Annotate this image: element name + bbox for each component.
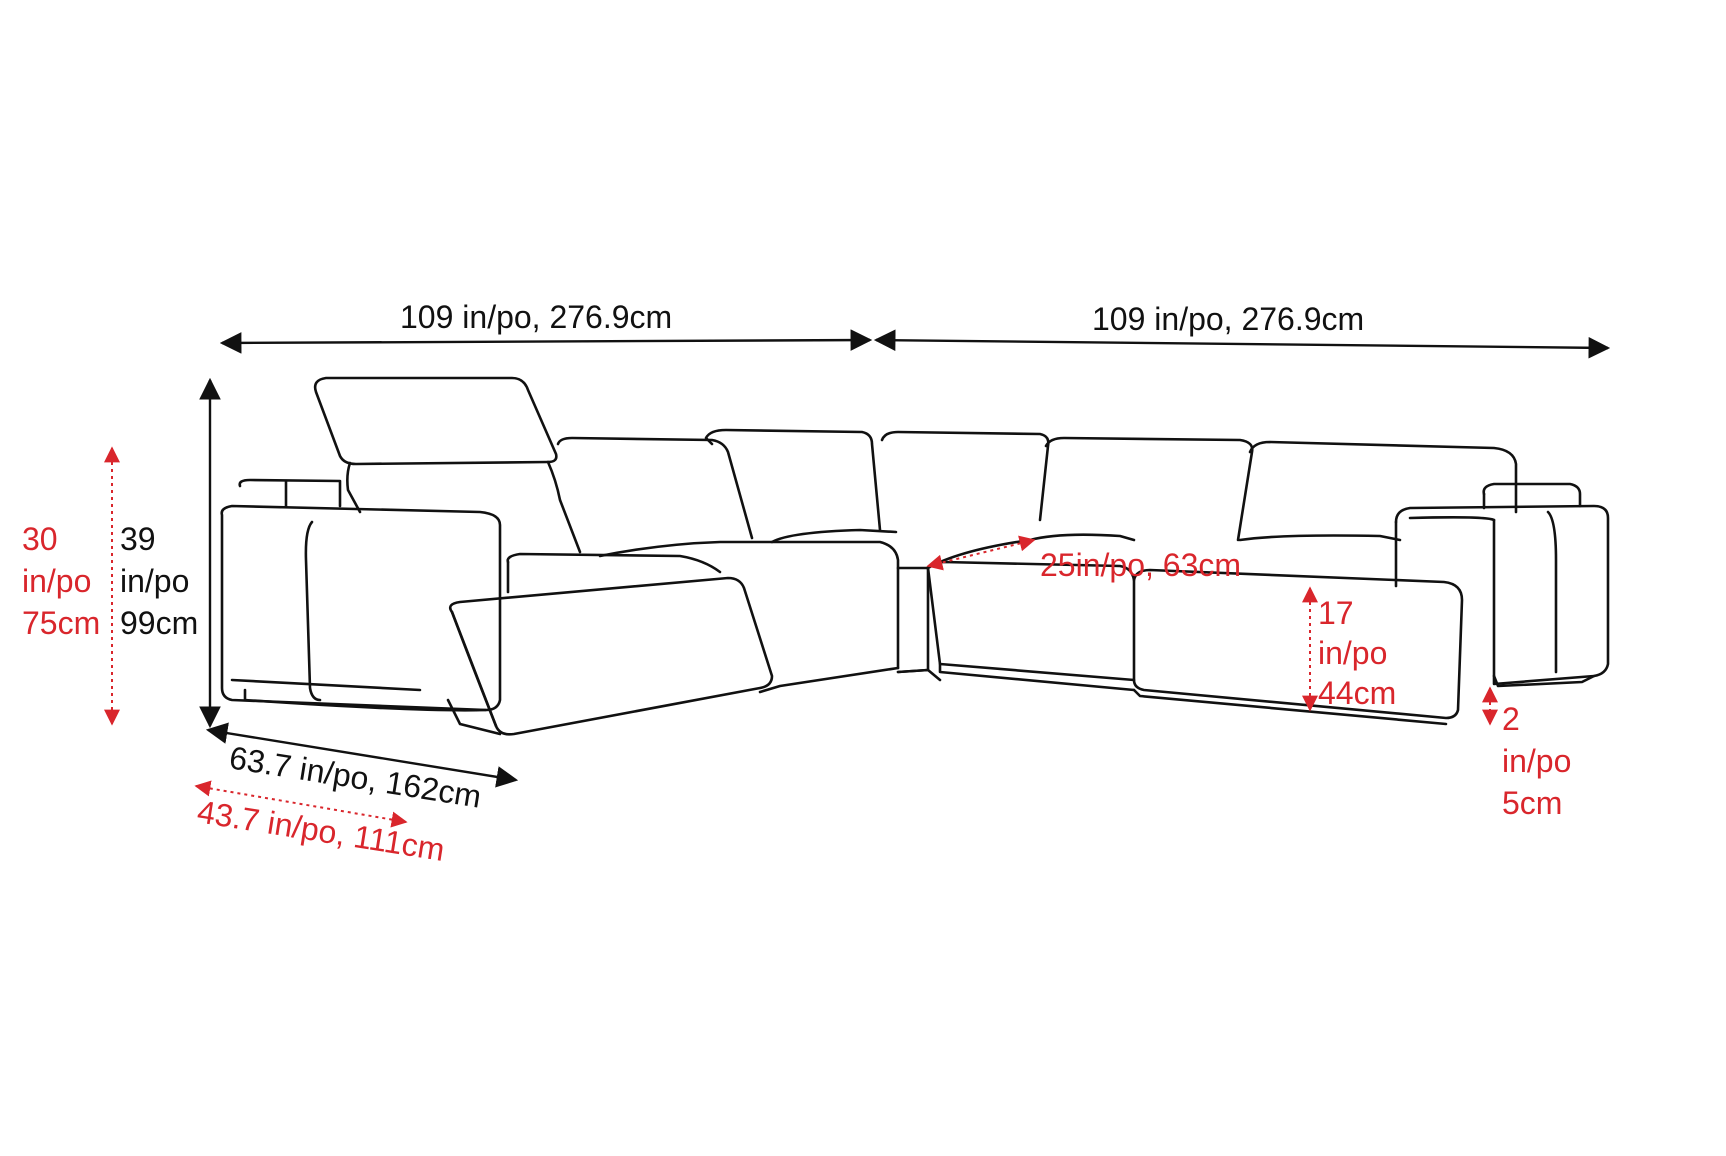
right-seats [926,533,1464,726]
depth-measure-line [194,780,408,828]
seat-height-metric: 44cm [1318,675,1396,711]
leg-height-label: 2 in/po 5cm [1502,701,1571,821]
width-left-label: 109 in/po, 276.9cm [400,299,672,335]
width-right-label: 109 in/po, 276.9cm [1092,301,1364,337]
depth-label: 43.7 in/po, 111cm [195,793,447,868]
headrest [313,376,582,554]
sofa-outline [220,376,1610,736]
height-arm-value: 30 [22,521,58,557]
height-arm-unit: in/po [22,563,91,599]
leg-height-unit: in/po [1502,743,1571,779]
corner-seat [896,538,1032,682]
height-total-metric: 99cm [120,605,198,641]
depth-extended-measure-line [205,722,519,788]
left-back-cushions [556,428,1518,542]
seat-height-value: 17 [1318,595,1354,631]
right-arm [1394,482,1610,688]
width-right-measure-line [873,329,1611,359]
seat-depth-label: 25in/po, 63cm [1040,547,1241,583]
height-total-value: 39 [120,521,156,557]
leg-height-metric: 5cm [1502,785,1562,821]
height-arm-label: 30 in/po 75cm [22,521,100,641]
left-arm [220,478,502,712]
seat-height-label: 17 in/po 44cm [1318,595,1396,711]
leg-height-value: 2 [1502,701,1520,737]
height-total-label: 39 in/po 99cm [120,521,198,641]
seat-height-unit: in/po [1318,635,1387,671]
width-left-measure-line [219,329,873,354]
height-arm-metric: 75cm [22,605,100,641]
left-seats [446,528,900,736]
height-total-unit: in/po [120,563,189,599]
